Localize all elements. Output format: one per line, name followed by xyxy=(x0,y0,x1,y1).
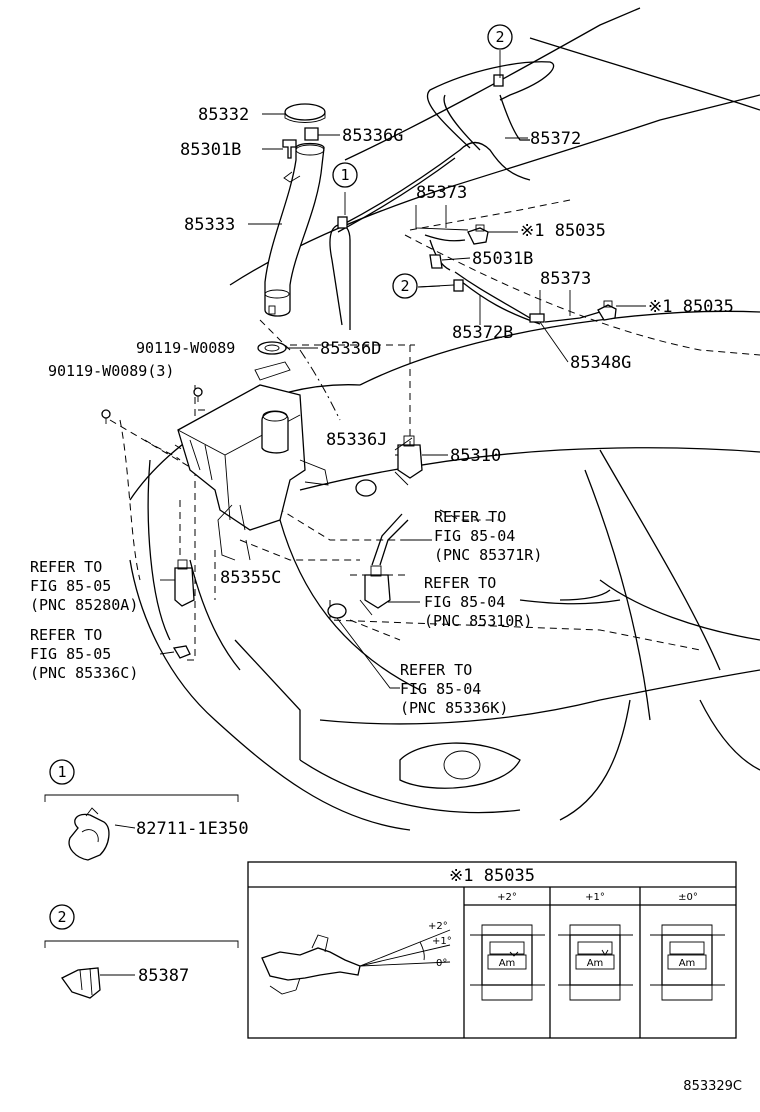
refer-85280A: REFER TO FIG 85-05 (PNC 85280A) xyxy=(30,558,138,614)
label-85332: 85332 xyxy=(198,105,249,125)
svg-text:Am: Am xyxy=(587,958,604,969)
svg-text:2: 2 xyxy=(57,908,66,926)
svg-text:2: 2 xyxy=(495,28,504,46)
nozzle-85035-b xyxy=(597,300,617,321)
label-85035-a: ※1 85035 xyxy=(520,221,606,241)
svg-text:REFER TO: REFER TO xyxy=(30,558,102,576)
label-85372: 85372 xyxy=(530,129,581,149)
label-90119-b: 90119-W0089(3) xyxy=(48,362,174,380)
svg-text:(PNC 85280A): (PNC 85280A) xyxy=(30,596,138,614)
reservoir-tank-85355C xyxy=(177,361,329,561)
inset-title: ※1 85035 xyxy=(449,866,535,886)
label-85355C: 85355C xyxy=(220,568,281,588)
svg-text:0°: 0° xyxy=(436,958,447,969)
col-plus2: +2° xyxy=(497,892,517,903)
bolt-90119-b xyxy=(101,409,111,424)
nozzle-front-zero: Am xyxy=(650,924,725,1001)
label-85336D: 85336D xyxy=(320,339,381,359)
grommet-85336C xyxy=(172,645,191,659)
label-85348G: 85348G xyxy=(570,353,631,373)
clip-85387 xyxy=(61,967,101,999)
svg-text:(PNC 85336C): (PNC 85336C) xyxy=(30,664,138,682)
inset-85035: ※1 85035 +2° +1° ±0° +2° +1° 0° Am xyxy=(247,861,737,1039)
refer-85336K: REFER TO FIG 85-04 (PNC 85336K) xyxy=(400,661,508,717)
svg-text:FIG 85-04: FIG 85-04 xyxy=(424,593,505,611)
nozzle-front-plus2: Am xyxy=(470,924,545,1001)
svg-text:+2°: +2° xyxy=(428,921,448,932)
pump-85310R xyxy=(359,565,391,616)
label-leaders xyxy=(100,50,646,976)
svg-text:(PNC 85310R): (PNC 85310R) xyxy=(424,612,532,630)
callout-2-hose: 2 xyxy=(392,273,418,299)
label-85336J: 85336J xyxy=(326,430,387,450)
svg-text:Am: Am xyxy=(499,958,516,969)
cap-85332 xyxy=(284,103,326,121)
label-85035-b: ※1 85035 xyxy=(648,297,734,317)
connector-85336G xyxy=(304,127,319,141)
svg-text:FIG 85-05: FIG 85-05 xyxy=(30,577,111,595)
refer-85310R: REFER TO FIG 85-04 (PNC 85310R) xyxy=(424,574,532,630)
clamp-1 xyxy=(337,216,348,229)
svg-text:+1°: +1° xyxy=(432,936,452,947)
svg-text:FIG 85-04: FIG 85-04 xyxy=(400,680,481,698)
svg-text:(PNC 85336K): (PNC 85336K) xyxy=(400,699,508,717)
label-85310: 85310 xyxy=(450,446,501,466)
clip-85301B xyxy=(282,139,297,159)
svg-text:REFER TO: REFER TO xyxy=(30,626,102,644)
pump-85280A xyxy=(174,559,195,607)
refer-85336C: REFER TO FIG 85-05 (PNC 85336C) xyxy=(30,626,138,682)
hoses xyxy=(329,61,601,566)
svg-text:FIG 85-04: FIG 85-04 xyxy=(434,527,515,545)
callout-2-top: 2 xyxy=(487,24,513,50)
label-85373-b: 85373 xyxy=(540,269,591,289)
grommet-85336J xyxy=(355,479,377,497)
label-82711: 82711-1E350 xyxy=(136,819,249,839)
col-zero: ±0° xyxy=(678,892,698,903)
grommet-85336K xyxy=(327,603,347,619)
svg-text:FIG 85-05: FIG 85-05 xyxy=(30,645,111,663)
label-85031B: 85031B xyxy=(472,249,533,269)
label-90119-a: 90119-W0089 xyxy=(136,339,235,357)
col-plus1: +1° xyxy=(585,892,605,903)
svg-text:(PNC 85371R): (PNC 85371R) xyxy=(434,546,542,564)
nozzle-85035-a xyxy=(467,224,489,245)
joint-85031B xyxy=(429,254,443,269)
svg-text:Am: Am xyxy=(679,958,696,969)
pump-85310 xyxy=(394,435,423,486)
label-85336G: 85336G xyxy=(342,126,403,146)
diagram-id: 853329C xyxy=(683,1079,742,1094)
detail-2: 2 85387 xyxy=(44,904,239,999)
filler-neck-85333 xyxy=(264,142,325,317)
detail-1: 1 82711-1E350 xyxy=(44,759,249,861)
label-85301B: 85301B xyxy=(180,140,241,160)
svg-text:REFER TO: REFER TO xyxy=(434,508,506,526)
svg-text:REFER TO: REFER TO xyxy=(400,661,472,679)
label-85387: 85387 xyxy=(138,966,189,986)
nozzle-front-plus1: Am xyxy=(558,924,633,1001)
grommet-85336D xyxy=(257,341,287,355)
clamp-2a xyxy=(493,74,504,87)
svg-text:1: 1 xyxy=(340,166,349,184)
svg-text:1: 1 xyxy=(57,763,66,781)
svg-text:2: 2 xyxy=(400,277,409,295)
svg-text:REFER TO: REFER TO xyxy=(424,574,496,592)
label-85373-a: 85373 xyxy=(416,183,467,203)
clamp-82711 xyxy=(68,807,110,861)
callout-1-hose: 1 xyxy=(332,162,358,188)
label-85333: 85333 xyxy=(184,215,235,235)
clamp-2b xyxy=(453,279,464,292)
joint-85348G xyxy=(529,313,545,323)
refer-85371R: REFER TO FIG 85-04 (PNC 85371R) xyxy=(434,508,542,564)
bolt-90119-a xyxy=(193,387,203,402)
label-85372B: 85372B xyxy=(452,323,513,343)
nozzle-side-view: +2° +1° 0° xyxy=(261,921,452,995)
